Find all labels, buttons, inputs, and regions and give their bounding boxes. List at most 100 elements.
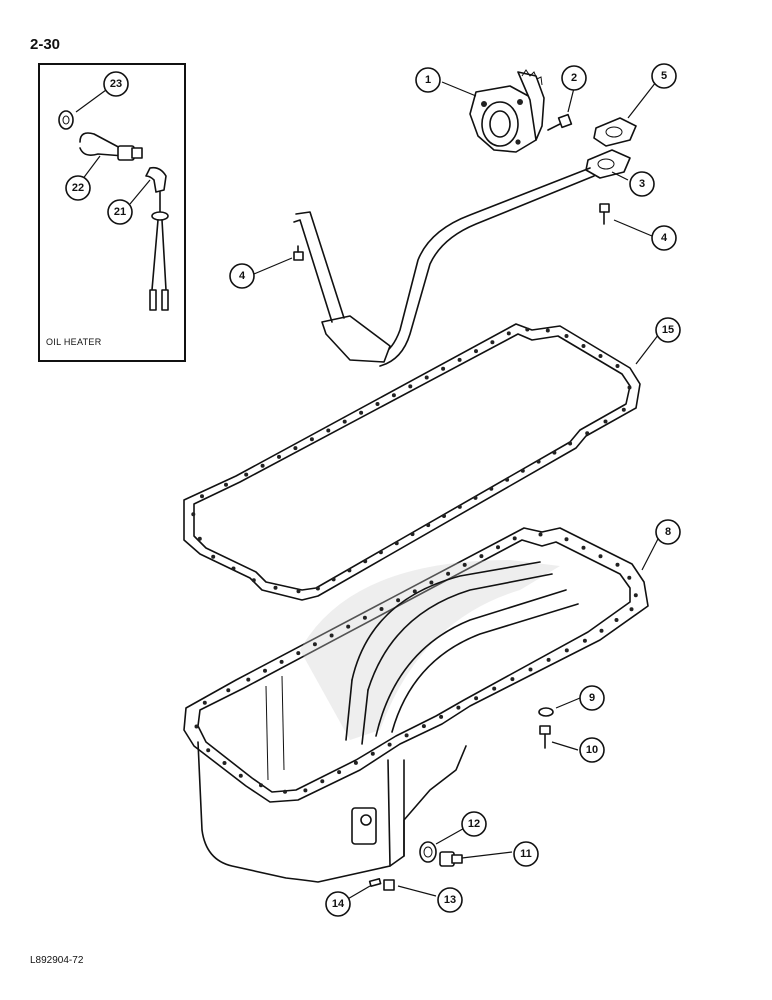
page-number: 2-30: [30, 36, 61, 53]
bolt-hole: [564, 648, 569, 653]
callout-14: 14: [325, 891, 351, 917]
bolt-hole: [546, 657, 551, 662]
bolt-hole: [202, 700, 207, 705]
inset-label: OIL HEATER: [46, 337, 102, 347]
bolt-hole: [490, 340, 495, 345]
bolt-hole: [510, 677, 515, 682]
bolt-hole: [277, 454, 281, 459]
bolt-hole: [251, 578, 256, 583]
svg-text:8: 8: [665, 526, 671, 538]
bolt-hole: [263, 668, 267, 673]
svg-text:15: 15: [662, 324, 674, 336]
bolt-hole: [404, 733, 409, 738]
bolt-hole: [408, 384, 413, 389]
bolt-hole: [564, 334, 569, 338]
bolt-hole: [296, 589, 301, 594]
bolt-hole: [260, 463, 265, 468]
bolt-hole: [615, 562, 620, 567]
bolt-hole: [599, 628, 604, 633]
bolt-hole: [191, 512, 196, 517]
bolt-hole: [362, 615, 367, 620]
bolt-hole: [315, 586, 320, 591]
bolt-hole: [244, 472, 249, 477]
oil-heater-inset: [38, 63, 186, 362]
bolt-hole: [457, 504, 462, 509]
bolt-hole: [627, 385, 632, 390]
bolt-4-left: [293, 245, 304, 261]
bolt-hole: [206, 748, 211, 753]
bolt-hole: [379, 607, 384, 611]
svg-text:4: 4: [661, 232, 668, 244]
pin-14: [368, 877, 382, 887]
bolt-10: [539, 725, 551, 749]
bolt-hole: [273, 585, 278, 590]
bolt-hole: [505, 477, 510, 482]
bolt-hole: [331, 577, 336, 582]
bolt-hole: [598, 354, 603, 358]
bolt-hole: [512, 536, 517, 541]
callout-13: 13: [437, 887, 463, 913]
bolt-hole: [581, 545, 586, 550]
bolt-hole: [426, 523, 431, 528]
bolt-hole: [238, 773, 243, 778]
bolt-hole: [615, 364, 620, 368]
bolt-hole: [598, 554, 603, 559]
bolt-hole: [396, 598, 401, 603]
bolt-hole: [538, 532, 543, 537]
bolt-hole: [378, 550, 383, 555]
bolt-hole: [603, 419, 608, 424]
bolt-hole: [359, 410, 364, 415]
bolt-hole: [337, 770, 342, 775]
bolt-4-right: [599, 203, 610, 225]
bolt-hole: [568, 441, 573, 446]
bolt-hole: [552, 450, 557, 455]
svg-text:22: 22: [72, 182, 84, 194]
bolt-hole: [456, 705, 461, 710]
bolt-hole: [457, 357, 462, 362]
fitting-13: [383, 879, 395, 891]
svg-text:21: 21: [114, 206, 126, 218]
bolt-hole: [194, 724, 199, 729]
bolt-hole: [312, 642, 317, 647]
bolt-hole: [496, 545, 500, 550]
bolt-hole: [370, 751, 375, 756]
bolt-hole: [347, 568, 352, 573]
bolt-hole: [363, 559, 368, 564]
bolt-hole: [581, 344, 586, 348]
bolt-hole: [627, 575, 632, 580]
svg-text:10: 10: [586, 744, 598, 756]
bolt-hole: [346, 624, 351, 629]
gasket-5: [593, 117, 637, 147]
callout-23: 23: [103, 71, 129, 97]
callout-15: 15: [655, 317, 681, 343]
callout-2: 2: [561, 65, 587, 91]
bolt-hole: [246, 677, 251, 682]
bolt-hole: [545, 328, 550, 333]
svg-text:14: 14: [332, 898, 345, 910]
bolt-hole: [474, 696, 479, 701]
bolt-hole: [473, 495, 478, 500]
bolt-hole: [197, 536, 202, 541]
bolt-hole: [621, 407, 626, 412]
bolt-hole: [200, 494, 204, 499]
bolt-hole: [353, 760, 358, 765]
callout-21: 21: [107, 199, 133, 225]
bolt-hole: [303, 788, 308, 793]
callout-12: 12: [461, 811, 487, 837]
oil-pan-8: [183, 527, 649, 883]
bolt-hole: [222, 761, 227, 765]
callout-3: 3: [629, 171, 655, 197]
leader-lines: [75, 81, 663, 901]
callout-8: 8: [655, 519, 681, 545]
bolt-hole: [320, 779, 325, 784]
gasket-bolt-holes: [191, 327, 632, 594]
bolt-hole: [424, 375, 429, 380]
bolt-hole: [479, 554, 484, 559]
bolt-hole: [394, 541, 399, 546]
oil-pan-gasket-15: [183, 323, 641, 601]
bolt-hole: [309, 437, 314, 442]
bolt-hole: [326, 428, 331, 433]
bolt-hole: [279, 659, 284, 664]
bolt-hole: [439, 714, 444, 719]
